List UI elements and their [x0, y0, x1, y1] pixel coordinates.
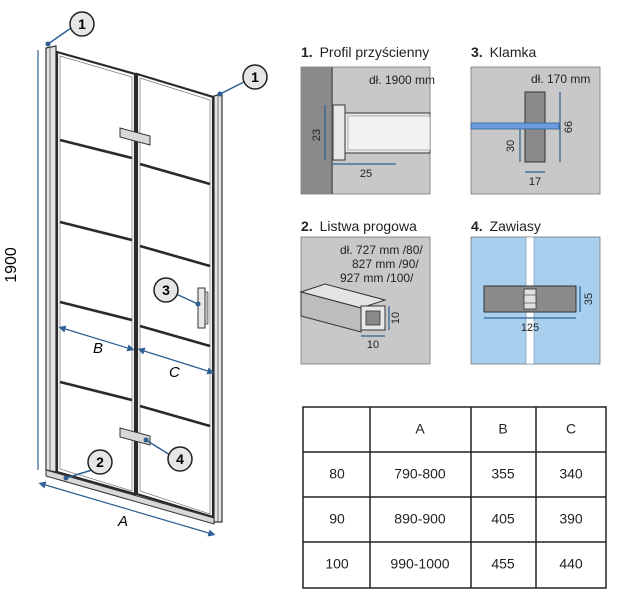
- callout-4: 4: [143, 437, 193, 472]
- svg-text:35: 35: [583, 293, 595, 305]
- svg-text:355: 355: [491, 466, 515, 482]
- height-label: 1900: [3, 247, 20, 283]
- detail-threshold: 2. Listwa progowa dł. 727 mm /80/ 827 mm…: [299, 218, 431, 365]
- svg-text:17: 17: [529, 176, 541, 188]
- callout-3: 3: [153, 277, 201, 307]
- header-cell: B: [498, 421, 507, 437]
- wall-profile-left: [45, 45, 57, 473]
- svg-text:1: 1: [251, 69, 259, 85]
- svg-text:10: 10: [367, 339, 379, 351]
- svg-text:890-900: 890-900: [394, 511, 446, 527]
- callout-2: 2: [63, 449, 113, 481]
- wall-section: [301, 67, 331, 194]
- header-cell: C: [566, 421, 576, 437]
- door-panel-left: [55, 50, 137, 496]
- c-label: C: [169, 364, 180, 381]
- b-dimension-line: [58, 325, 135, 352]
- wall-profile-right: [213, 93, 223, 523]
- table-row: 90 890-900 405 390: [329, 511, 583, 527]
- table-row: 80 790-800 355 340: [329, 466, 583, 482]
- svg-text:440: 440: [559, 556, 583, 572]
- detail-wall-profile: 1. Profil przyścienny dł. 1900 mm 23 25: [300, 44, 435, 195]
- b-label: B: [93, 340, 103, 357]
- table-header-row: A B C: [415, 421, 576, 437]
- detail-1-title: 1. Profil przyścienny: [301, 44, 429, 60]
- header-cell: A: [415, 421, 425, 437]
- svg-text:90: 90: [329, 511, 345, 527]
- detail-3-title: 3. Klamka: [471, 44, 536, 60]
- detail-2-title: 2. Listwa progowa: [301, 218, 417, 234]
- a-label: A: [117, 513, 128, 530]
- hinge-upper: [119, 127, 151, 146]
- svg-text:405: 405: [491, 511, 515, 527]
- hinge-lower: [119, 427, 151, 446]
- svg-text:80: 80: [329, 466, 345, 482]
- svg-text:100: 100: [325, 556, 349, 572]
- glass-pane: [470, 122, 560, 130]
- table-row: 100 990-1000 455 440: [325, 556, 583, 572]
- svg-text:10: 10: [390, 312, 402, 324]
- svg-text:66: 66: [563, 121, 575, 133]
- detail-handle: 3. Klamka dł. 170 mm 66 30 17: [470, 44, 601, 195]
- svg-text:340: 340: [559, 466, 583, 482]
- svg-text:dł. 170 mm: dł. 170 mm: [531, 72, 590, 86]
- callout-1-right: 1: [217, 64, 268, 97]
- threshold-bar: [45, 469, 215, 525]
- svg-text:790-800: 790-800: [394, 466, 446, 482]
- callout-1-left: 1: [45, 11, 95, 47]
- svg-text:3: 3: [162, 282, 170, 298]
- svg-text:dł. 727 mm /80/ 827 mm /: dł. 727 mm /80/ 827 mm /90/ 927 mm /100/: [340, 243, 426, 285]
- a-dimension-line: [38, 481, 216, 537]
- svg-text:390: 390: [559, 511, 583, 527]
- size-table: A B C 80 790-800 355 340 90 890-900 405 …: [302, 406, 607, 589]
- svg-text:dł. 1900 mm: dł. 1900 mm: [369, 73, 435, 87]
- svg-text:455: 455: [491, 556, 515, 572]
- svg-text:125: 125: [521, 322, 539, 334]
- c-dimension-line: [137, 347, 215, 375]
- svg-text:1: 1: [78, 16, 86, 32]
- svg-text:4: 4: [176, 451, 184, 467]
- svg-text:25: 25: [360, 168, 372, 180]
- svg-text:2: 2: [96, 454, 104, 470]
- threshold-profile: [299, 283, 387, 333]
- svg-text:990-1000: 990-1000: [390, 556, 449, 572]
- detail-hinges: 4. Zawiasy 35 125: [470, 218, 601, 365]
- svg-text:23: 23: [311, 129, 323, 141]
- door-handle: [197, 287, 209, 329]
- detail-4-title: 4. Zawiasy: [471, 218, 541, 234]
- profile-section: [332, 104, 346, 161]
- door-drawing: 1900: [3, 11, 268, 537]
- svg-text:30: 30: [505, 140, 517, 152]
